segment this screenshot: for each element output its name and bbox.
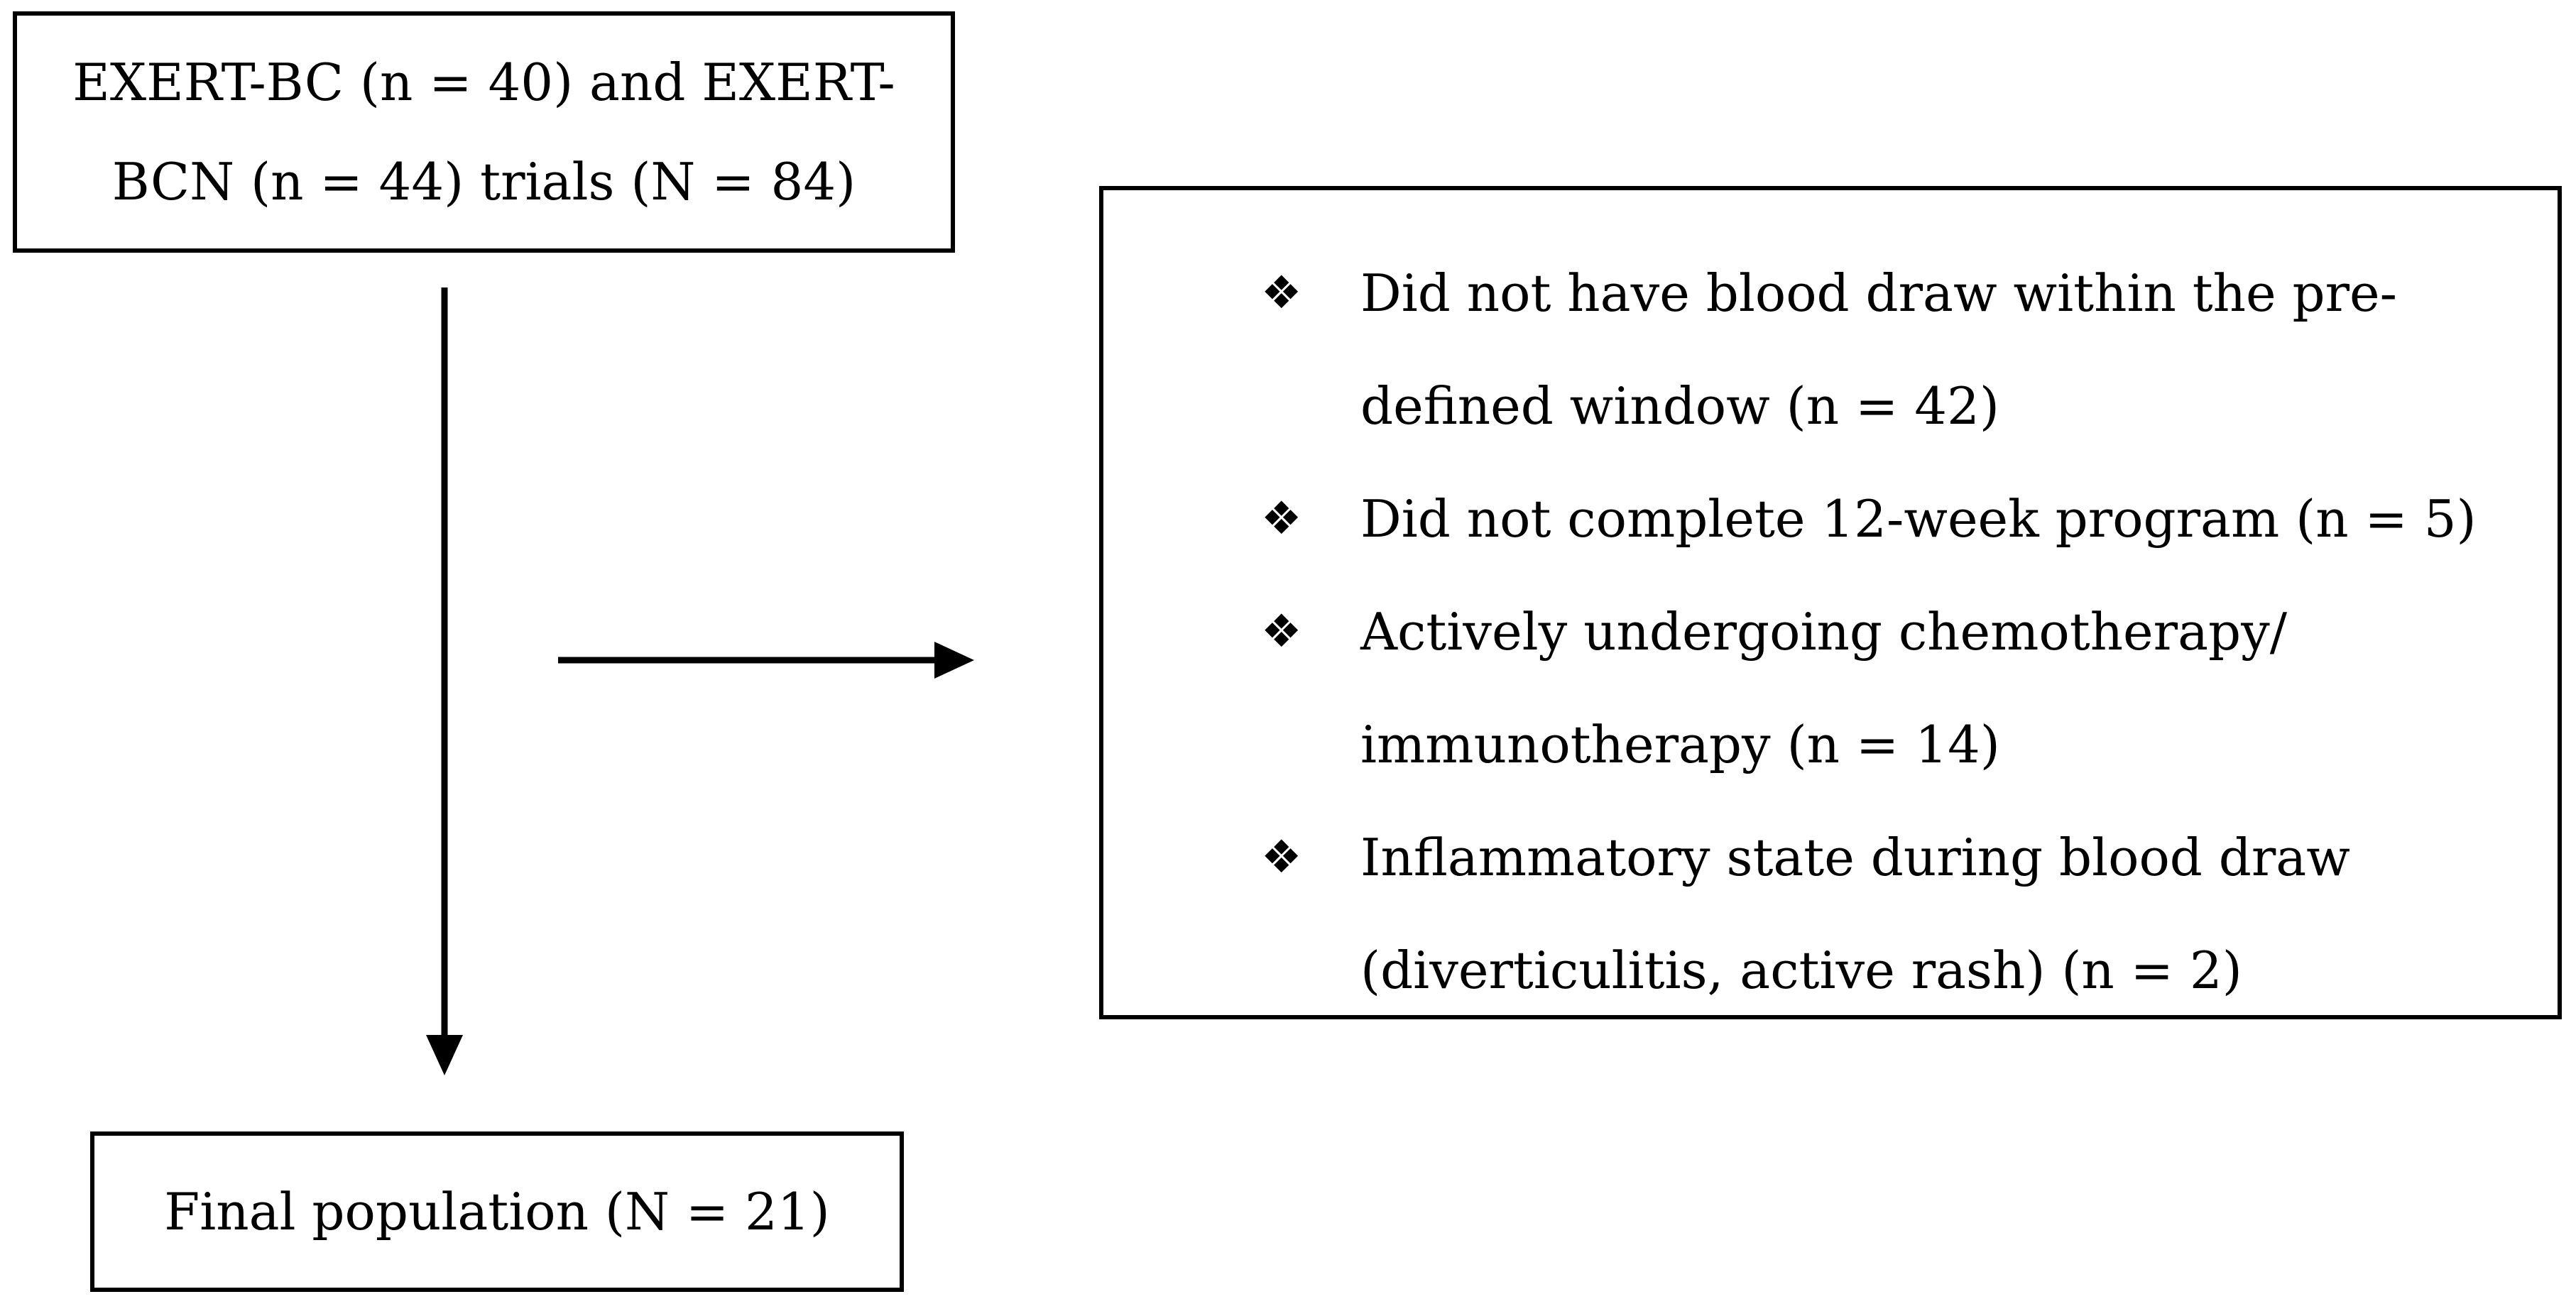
exclusion-item-text: Did not complete 12-week program (n = 5): [1360, 489, 2477, 549]
arrow-right-head: [934, 642, 974, 679]
diamond-bullet-icon: ❖: [1261, 831, 1302, 884]
exclusion-item: ❖ Actively undergoing chemotherapy/ immu…: [1103, 576, 2558, 801]
source-trials-text: EXERT-BC (n = 40) and EXERT-BCN (n = 44)…: [72, 53, 895, 212]
exclusion-item-text: Did not have blood draw within the pre-d…: [1360, 263, 2397, 436]
diamond-bullet-icon: ❖: [1261, 605, 1302, 658]
final-population-box: Final population (N = 21): [90, 1131, 904, 1292]
diamond-bullet-icon: ❖: [1261, 267, 1302, 319]
exclusion-item: ❖ Did not have blood draw within the pre…: [1103, 237, 2558, 463]
exclusions-box: ❖ Did not have blood draw within the pre…: [1099, 186, 2562, 1019]
final-population-text: Final population (N = 21): [164, 1182, 830, 1242]
exclusion-item: ❖ Inflammatory state during blood draw (…: [1103, 801, 2558, 1027]
diamond-bullet-icon: ❖: [1261, 493, 1302, 545]
arrow-down-head: [426, 1035, 463, 1075]
exclusion-item: ❖ Did not complete 12-week program (n = …: [1103, 463, 2558, 576]
exclusion-item-text: Inflammatory state during blood draw (di…: [1360, 828, 2350, 1000]
source-trials-box: EXERT-BC (n = 40) and EXERT-BCN (n = 44)…: [13, 11, 955, 253]
exclusion-item-text: Actively undergoing chemotherapy/ immuno…: [1360, 602, 2288, 774]
exclusions-list: ❖ Did not have blood draw within the pre…: [1103, 237, 2558, 1027]
